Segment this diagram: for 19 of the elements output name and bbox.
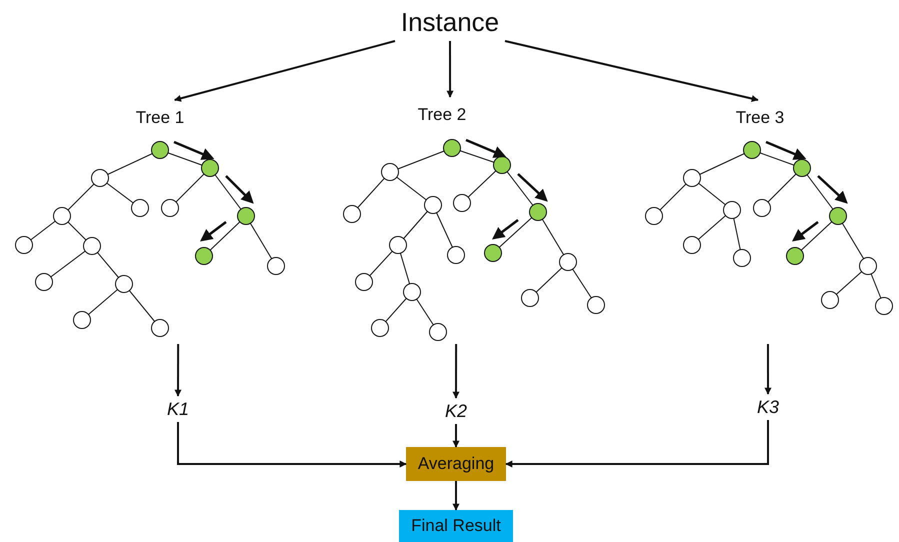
- arrow: [174, 40, 396, 102]
- tree-label: Tree 1: [136, 108, 184, 128]
- arrow: [505, 420, 769, 468]
- arrow: [504, 40, 759, 102]
- tree-label: Tree 2: [418, 105, 466, 125]
- arrow: [764, 344, 772, 395]
- arrow: [177, 422, 407, 468]
- tree-label: Tree 3: [736, 108, 784, 128]
- arrow: [452, 424, 460, 448]
- process-box: Final Result: [399, 510, 513, 542]
- output-label: K3: [756, 396, 780, 418]
- process-box: Averaging: [406, 447, 506, 481]
- input-label: Instance: [400, 6, 500, 38]
- output-label: K2: [444, 400, 468, 422]
- arrow: [452, 344, 460, 399]
- arrow: [446, 41, 454, 98]
- arrow: [174, 344, 182, 397]
- arrow: [452, 481, 460, 511]
- output-label: K1: [166, 398, 190, 420]
